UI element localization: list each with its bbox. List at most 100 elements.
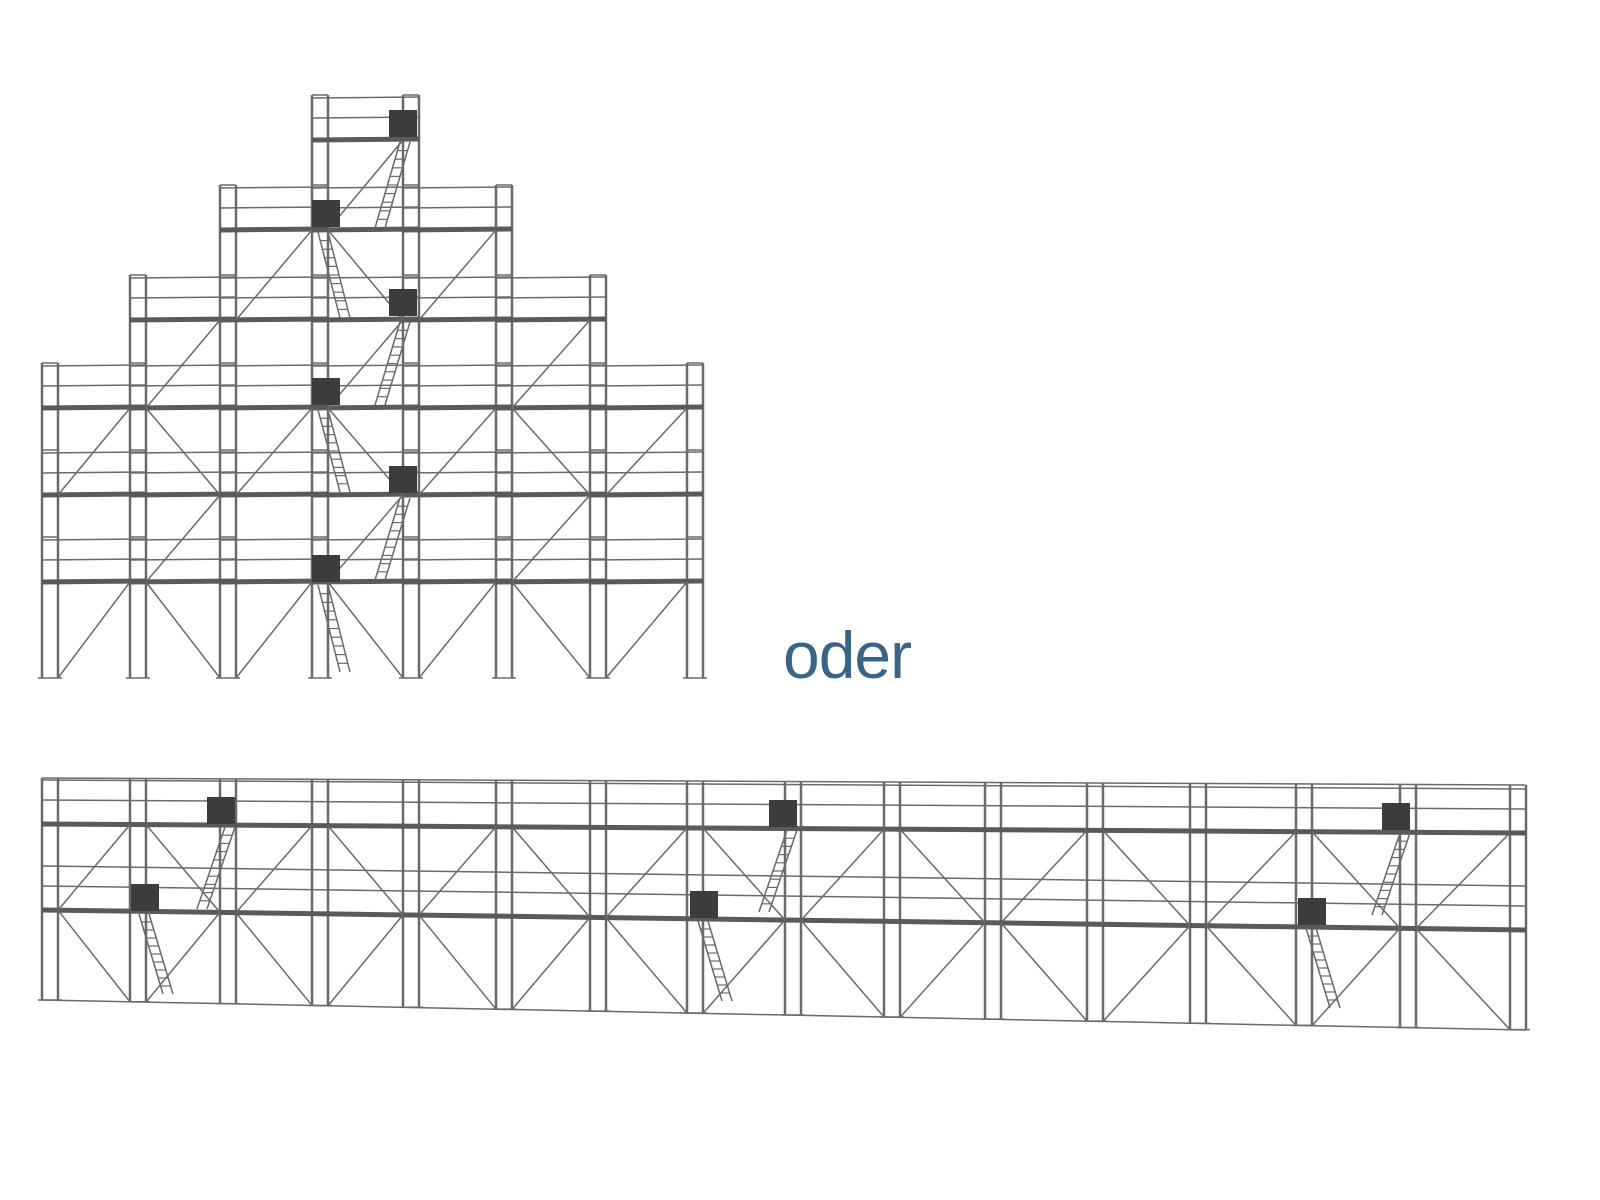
guard-rail [129,364,237,367]
deck-board [41,404,147,411]
guard-rail [41,777,1527,786]
guard-rail [41,885,1527,907]
deck-board [402,491,513,498]
deck-board [219,404,329,411]
diagonal-brace [511,494,591,583]
guard-rail [219,276,329,279]
diagonal-brace [1102,924,1191,1022]
ladder-hatch [389,110,417,137]
deck-board [311,226,420,233]
deck-board [402,226,513,233]
guard-rail [589,538,704,541]
diagonal-brace [511,826,591,918]
guard-rail [495,384,607,387]
diagonal-brace [327,319,404,409]
diagonal-brace [418,229,497,321]
ladder-hatch [690,891,718,918]
guard-rail [495,558,607,561]
ladder-hatch [389,289,417,316]
guard-rail [589,384,704,387]
diagonal-brace [511,319,591,409]
guard-rail [219,206,329,209]
ladder-hatch [1298,898,1326,925]
guard-rail [311,276,420,279]
deck-board [219,491,329,498]
deck-board [219,578,329,585]
stepped-scaffold-option [38,94,707,679]
deck-board [41,578,147,585]
ladder-hatch [207,797,235,824]
diagonal-brace [418,581,497,679]
guard-rail [219,558,329,561]
deck-board [311,316,420,323]
guard-rail [41,384,147,387]
diagonal-brace [1205,831,1297,927]
deck-board [129,578,237,585]
guard-rail [495,296,607,299]
guard-rail [41,865,1527,887]
guard-rail [495,276,607,279]
diagonal-brace [235,912,313,1006]
guard-rail [495,471,607,474]
deck-board [311,404,420,411]
guard-rail [402,186,513,189]
guard-rail [219,364,329,367]
ladder-hatch [389,466,417,493]
diagonal-brace [418,826,497,916]
diagonal-brace [235,581,313,679]
diagonal-brace [1415,832,1511,930]
diagonal-brace [899,828,986,924]
guard-rail [402,384,513,387]
guard-rail [402,364,513,367]
deck-board [219,316,329,323]
guard-rail [402,538,513,541]
diagonal-brace [1000,829,1088,924]
deck-board [589,404,704,411]
deck-board [129,404,237,411]
diagonal-brace [1415,928,1511,1031]
guard-rail [41,471,147,474]
diagonal-brace [899,922,986,1018]
guard-rail [402,558,513,561]
guard-rail [219,538,329,541]
diagonal-brace [511,581,591,679]
long-scaffold-option [38,777,1530,1031]
diagonal-brace [145,911,221,1003]
deck-board [589,491,704,498]
deck-board [311,491,420,498]
diagonal-brace [511,916,591,1010]
diagonal-brace [605,827,688,919]
diagonal-brace [145,824,221,913]
diagonal-brace [327,139,404,231]
diagonal-brace [327,825,404,916]
deck-board [311,136,420,143]
guard-rail [219,186,329,189]
guard-rail [589,471,704,474]
guard-rail [402,276,513,279]
deck-board [495,578,607,585]
guard-rail [41,364,147,367]
diagonal-brace [235,407,313,496]
ground-tube [41,999,1527,1031]
deck-board [402,316,513,323]
diagonal-brace [605,407,688,496]
diagonal-brace [235,229,313,321]
guard-rail [311,96,420,99]
diagonal-brace [605,581,688,679]
diagonal-brace [418,407,497,496]
diagonal-brace [327,494,404,583]
diagonal-brace [605,917,688,1014]
guard-rail [129,296,237,299]
guard-rail [402,206,513,209]
diagonal-brace [145,319,221,409]
guard-rail [589,364,704,367]
guard-rail [129,384,237,387]
ladder-hatch [1382,803,1410,830]
diagonal-brace [327,914,404,1007]
diagonal-brace [800,828,885,921]
guard-rail [219,296,329,299]
diagonal-brace [57,824,131,911]
diagonal-brace [1102,829,1191,926]
diagonal-brace [418,914,497,1010]
